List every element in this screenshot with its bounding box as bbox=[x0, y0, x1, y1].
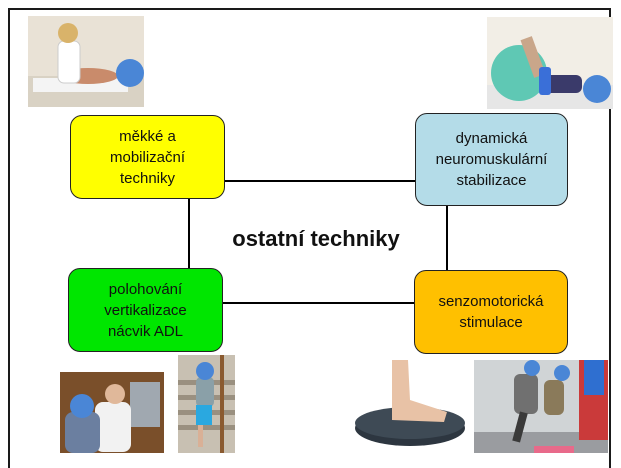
node-sensorimotor-stimulation: senzomotorická stimulace bbox=[414, 270, 568, 354]
balance-cushion-photo bbox=[352, 360, 468, 453]
node-positioning-verticalization-adl: polohování vertikalizace nácvik ADL bbox=[68, 268, 223, 352]
node-label: senzomotorická stimulace bbox=[438, 293, 544, 331]
node-label: měkké a mobilizační techniky bbox=[109, 127, 186, 187]
node-soft-mobilization-techniques: měkké a mobilizační techniky bbox=[70, 115, 225, 199]
connector-bottom bbox=[222, 302, 415, 304]
connector-top bbox=[225, 180, 415, 182]
stair-climbing-photo bbox=[178, 355, 235, 453]
slide-frame bbox=[8, 8, 611, 468]
node-dynamic-neuromuscular-stabilization: dynamická neuromuskulární stabilizace bbox=[415, 113, 568, 206]
node-label: polohování vertikalizace nácvik ADL bbox=[104, 280, 187, 340]
node-label: dynamická neuromuskulární stabilizace bbox=[435, 130, 548, 189]
gait-training-photo bbox=[474, 360, 608, 453]
gym-ball-photo bbox=[487, 17, 613, 109]
center-title: ostatní techniky bbox=[232, 226, 400, 251]
massage-photo bbox=[28, 16, 144, 107]
connector-right bbox=[446, 206, 448, 271]
connector-left bbox=[188, 198, 190, 268]
adl-training-photo bbox=[60, 372, 164, 453]
